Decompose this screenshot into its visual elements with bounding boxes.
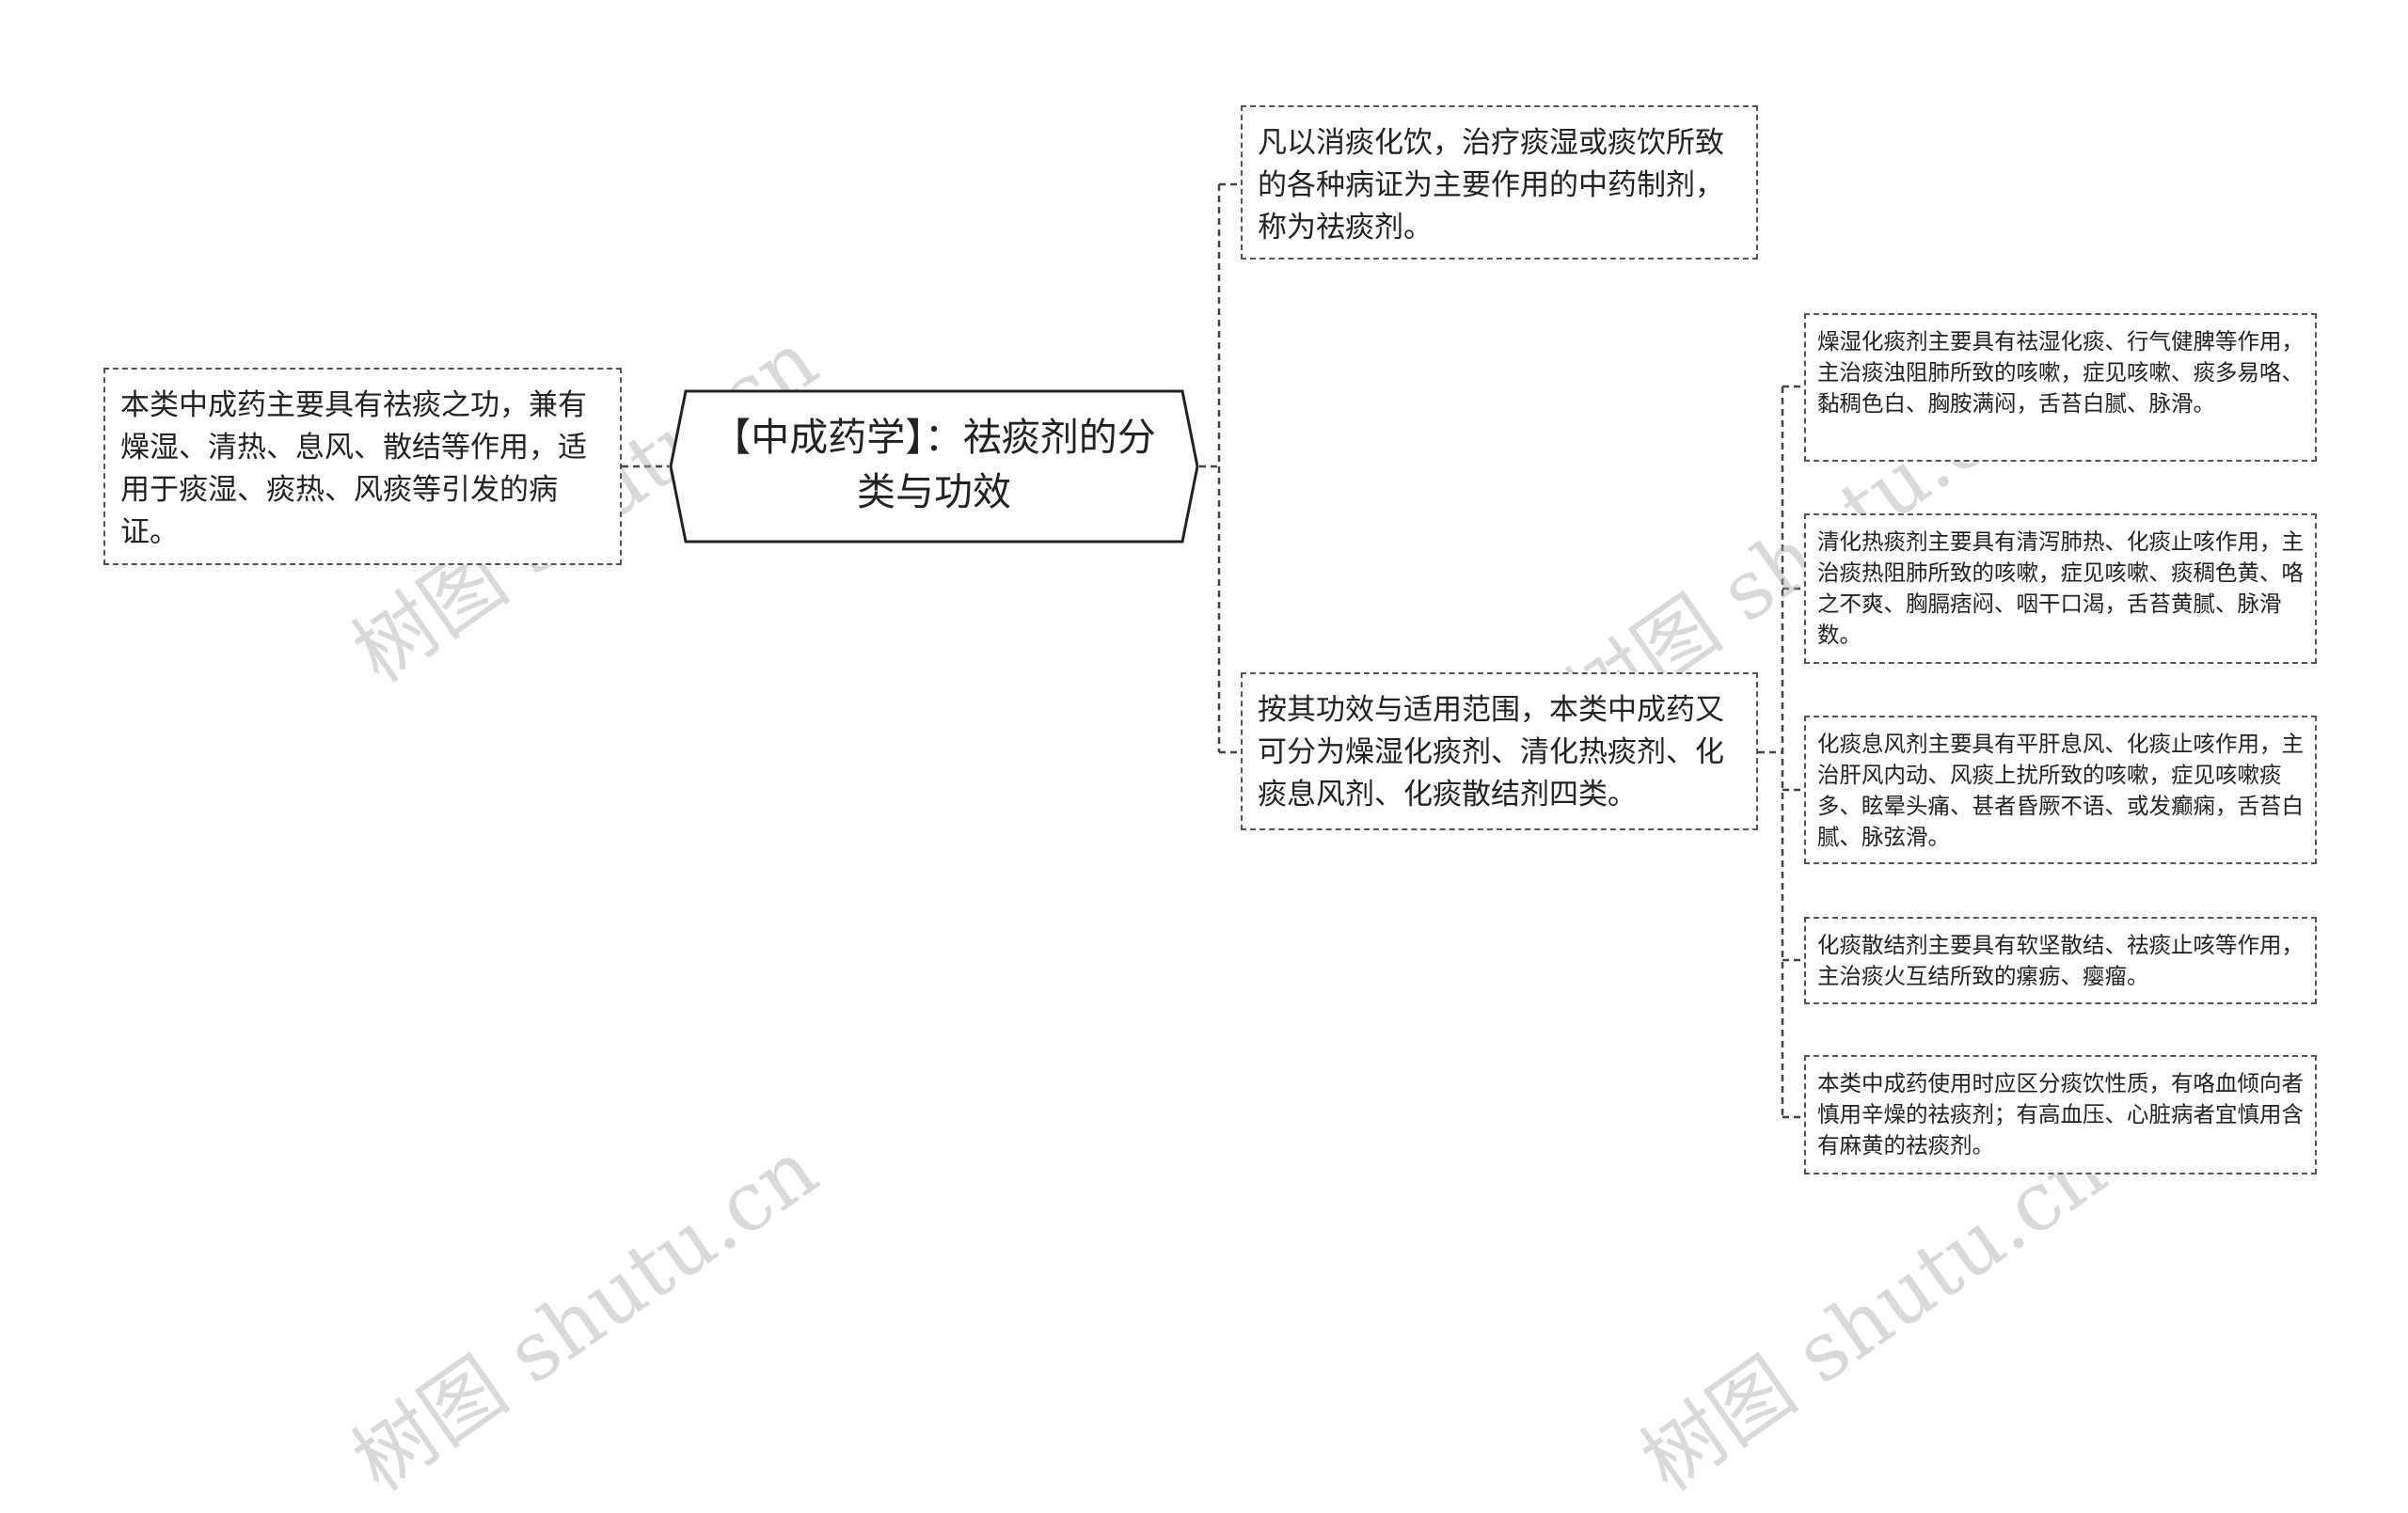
node-text: 清化热痰剂主要具有清泻肺热、化痰止咳作用，主治痰热阻肺所致的咳嗽，症见咳嗽、痰稠… [1817,528,2304,648]
hexagon-shape [669,389,1199,544]
child-node-dispersing[interactable]: 化痰散结剂主要具有软坚散结、祛痰止咳等作用，主治痰火互结所致的瘰疬、瘿瘤。 [1804,917,2317,1004]
node-text: 化痰散结剂主要具有软坚散结、祛痰止咳等作用，主治痰火互结所致的瘰疬、瘿瘤。 [1817,932,2304,989]
node-text: 本类中成药主要具有祛痰之功，兼有燥湿、清热、息风、散结等作用，适用于痰湿、痰热、… [120,388,587,549]
node-text: 化痰息风剂主要具有平肝息风、化痰止咳作用，主治肝风内动、风痰上扰所致的咳嗽，症见… [1817,731,2304,850]
node-text: 本类中成药使用时应区分痰饮性质，有咯血倾向者慎用辛燥的祛痰剂；有高血压、心脏病者… [1817,1070,2304,1158]
child-node-dry-damp[interactable]: 燥湿化痰剂主要具有祛湿化痰、行气健脾等作用，主治痰浊阻肺所致的咳嗽，症见咳嗽、痰… [1804,313,2317,462]
definition-node[interactable]: 凡以消痰化饮，治疗痰湿或痰饮所致的各种病证为主要作用的中药制剂，称为祛痰剂。 [1241,105,1758,260]
node-text: 凡以消痰化饮，治疗痰湿或痰饮所致的各种病证为主要作用的中药制剂，称为祛痰剂。 [1258,126,1724,244]
child-node-caution[interactable]: 本类中成药使用时应区分痰饮性质，有咯血倾向者慎用辛燥的祛痰剂；有高血压、心脏病者… [1804,1055,2317,1174]
node-text: 燥湿化痰剂主要具有祛湿化痰、行气健脾等作用，主治痰浊阻肺所致的咳嗽，症见咳嗽、痰… [1817,328,2304,417]
left-node[interactable]: 本类中成药主要具有祛痰之功，兼有燥湿、清热、息风、散结等作用，适用于痰湿、痰热、… [103,368,622,565]
root-node[interactable]: 【中成药学】：祛痰剂的分类与功效 [669,389,1199,544]
child-node-wind-phlegm[interactable]: 化痰息风剂主要具有平肝息风、化痰止咳作用，主治肝风内动、风痰上扰所致的咳嗽，症见… [1804,716,2317,864]
classification-node[interactable]: 按其功效与适用范围，本类中成药又可分为燥湿化痰剂、清化热痰剂、化痰息风剂、化痰散… [1241,672,1758,830]
connector-lines [622,182,1804,1119]
root-title: 【中成药学】：祛痰剂的分类与功效 [712,415,1156,514]
node-text: 按其功效与适用范围，本类中成药又可分为燥湿化痰剂、清化热痰剂、化痰息风剂、化痰散… [1258,693,1724,812]
child-node-heat-phlegm[interactable]: 清化热痰剂主要具有清泻肺热、化痰止咳作用，主治痰热阻肺所致的咳嗽，症见咳嗽、痰稠… [1804,513,2317,664]
